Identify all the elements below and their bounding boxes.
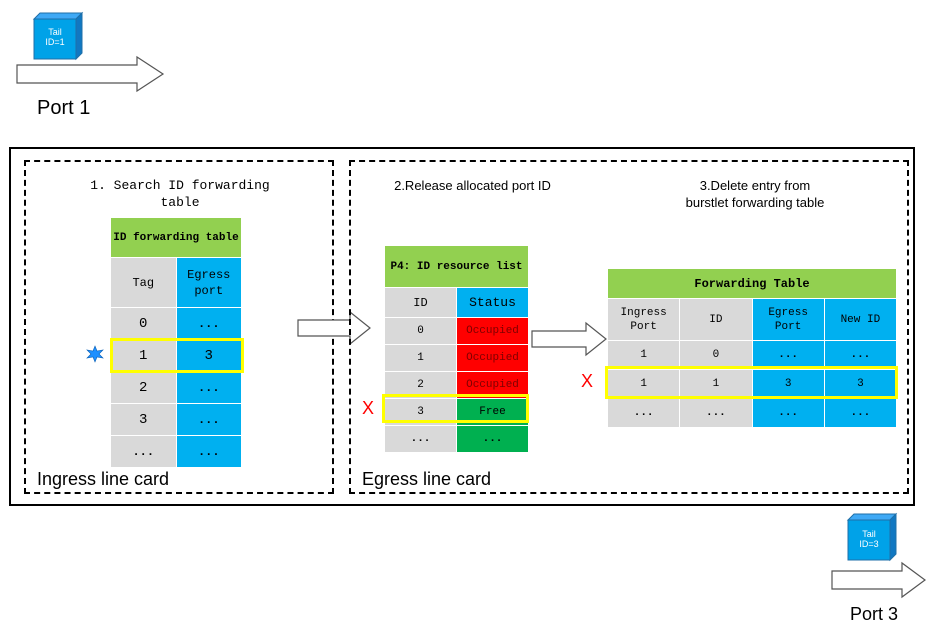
table-cell: ...: [751, 398, 825, 428]
table-cell: ...: [175, 307, 242, 340]
column-header: ID: [679, 298, 753, 341]
ingress-row-highlight: [110, 338, 244, 373]
table-cell: 0: [384, 317, 457, 345]
tail-line2: ID=3: [859, 539, 879, 549]
table-cell: ...: [823, 398, 898, 428]
deleted-x-mark: X: [581, 371, 594, 391]
tail-line1: Tail: [48, 27, 62, 37]
port3-label: Port 3: [850, 604, 899, 624]
ingress-step-label: 1. Search ID forwarding table: [90, 178, 270, 210]
tail-packet-cube-bottom: [846, 512, 898, 562]
match-marker-icon: [86, 345, 104, 363]
table-cell: ...: [175, 371, 242, 404]
column-header: New ID: [823, 298, 898, 341]
table-cell: 3: [751, 369, 825, 399]
forwarding-row-highlight: [605, 366, 898, 399]
table-cell: 0: [110, 307, 177, 340]
table-cell: 2: [110, 371, 177, 404]
released-x-mark: X: [362, 398, 375, 418]
status-cell: Occupied: [456, 344, 529, 372]
status-cell: ...: [456, 425, 529, 453]
table-cell: 1: [606, 369, 681, 399]
id-forwarding-table: ID forwarding table Tag Egress port 0 ..…: [110, 217, 242, 468]
tail-packet-cube-top: [32, 11, 84, 61]
table-cell: 1: [606, 340, 681, 370]
table-title: ID forwarding table: [110, 217, 242, 258]
column-header: ID: [384, 287, 457, 318]
status-cell: Occupied: [456, 317, 529, 345]
table-cell: ...: [823, 340, 898, 370]
egress-card-label: Egress line card: [362, 469, 492, 489]
egress-step3-label: 3.Delete entry from burstlet forwarding …: [685, 178, 825, 210]
table-cell: 1: [384, 344, 457, 372]
port1-arrow: [16, 55, 165, 93]
tail-line1: Tail: [862, 529, 876, 539]
egress-line-card: [349, 160, 909, 494]
table-cell: ...: [175, 435, 242, 468]
column-header: Status: [456, 287, 529, 318]
table-cell: ...: [110, 435, 177, 468]
table-cell: 3: [823, 369, 898, 399]
table-cell: 3: [110, 403, 177, 436]
ingress-card-label: Ingress line card: [37, 469, 170, 489]
table-cell: ...: [751, 340, 825, 370]
port3-arrow: [831, 561, 927, 599]
switch-frame: [9, 147, 915, 506]
column-header: Egress port: [175, 257, 242, 308]
forwarding-table: Forwarding Table Ingress Port ID Egress …: [606, 268, 898, 428]
resource-to-forwarding-arrow: [531, 321, 607, 357]
port1-label: Port 1: [37, 97, 91, 119]
tail-packet-label-bottom: Tail ID=3: [848, 529, 890, 549]
resource-row-highlight: [382, 394, 529, 423]
column-header: Egress Port: [751, 298, 825, 341]
table-cell: ...: [175, 403, 242, 436]
egress-step2-label: 2.Release allocated port ID: [394, 178, 551, 193]
table-cell: 1: [679, 369, 753, 399]
table-cell: ...: [679, 398, 753, 428]
column-header: Tag: [110, 257, 177, 308]
tail-line2: ID=1: [45, 37, 65, 47]
tail-packet-label-top: Tail ID=1: [34, 27, 76, 47]
table-cell: 3: [175, 339, 242, 372]
table-title: Forwarding Table: [607, 268, 897, 299]
table-cell: 1: [110, 339, 177, 372]
table-cell: ...: [606, 398, 681, 428]
table-cell: ...: [384, 425, 457, 453]
column-header: Ingress Port: [606, 298, 681, 341]
table-title: P4: ID resource list: [384, 245, 529, 288]
